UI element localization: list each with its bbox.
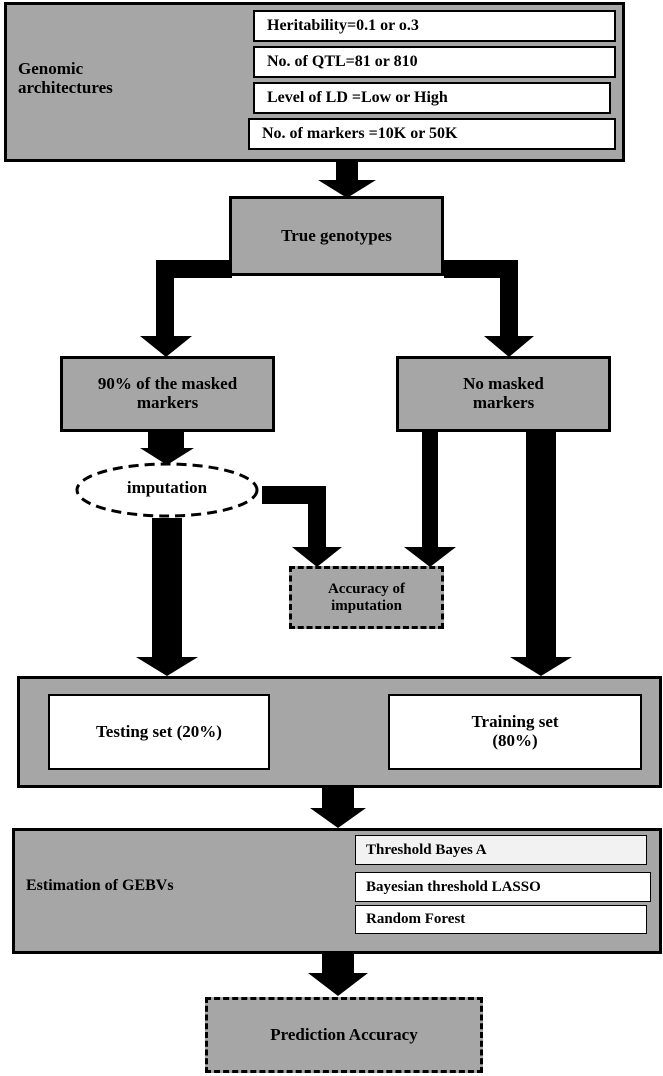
accuracy-of-imputation-box: Accuracy of imputation — [289, 566, 444, 629]
method-threshold-bayes-a: Threshold Bayes A — [355, 835, 647, 865]
architecture-item-ld: Level of LD =Low or High — [253, 82, 611, 114]
arrow-imputation-to-accuracy — [262, 486, 342, 567]
arrow-nomasked-to-accuracy — [404, 432, 456, 567]
estimation-label: Estimation of GEBVs — [26, 877, 174, 894]
architecture-item-markers: No. of markers =10K or 50K — [248, 118, 616, 150]
arrow-masked-to-imputation — [140, 430, 194, 465]
imputation-label: imputation — [126, 478, 208, 497]
arrow-nomasked-to-training — [510, 432, 572, 676]
method-random-forest: Random Forest — [355, 905, 647, 934]
testing-set-box: Testing set (20%) — [48, 694, 270, 770]
prediction-accuracy-box: Prediction Accuracy — [205, 997, 483, 1073]
arrow-estimation-to-prediction — [308, 953, 368, 996]
arrow-true-split — [140, 260, 534, 357]
method-bayesian-threshold-lasso: Bayesian threshold LASSO — [355, 872, 651, 902]
arrow-sets-to-estimation — [310, 788, 366, 828]
no-masked-markers-box: No masked markers — [396, 356, 611, 432]
true-genotypes-box: True genotypes — [229, 196, 444, 276]
imputation-ellipse — [75, 462, 259, 518]
arrow-genomic-to-true — [318, 160, 376, 198]
training-set-box: Training set (80%) — [388, 694, 642, 770]
architecture-item-heritability: Heritability=0.1 or o.3 — [253, 10, 616, 42]
architecture-item-qtl: No. of QTL=81 or 810 — [253, 46, 616, 78]
genomic-architectures-label: Genomic architectures — [18, 59, 113, 97]
masked-markers-box: 90% of the masked markers — [60, 356, 275, 432]
arrow-imputation-to-testing — [136, 518, 198, 676]
